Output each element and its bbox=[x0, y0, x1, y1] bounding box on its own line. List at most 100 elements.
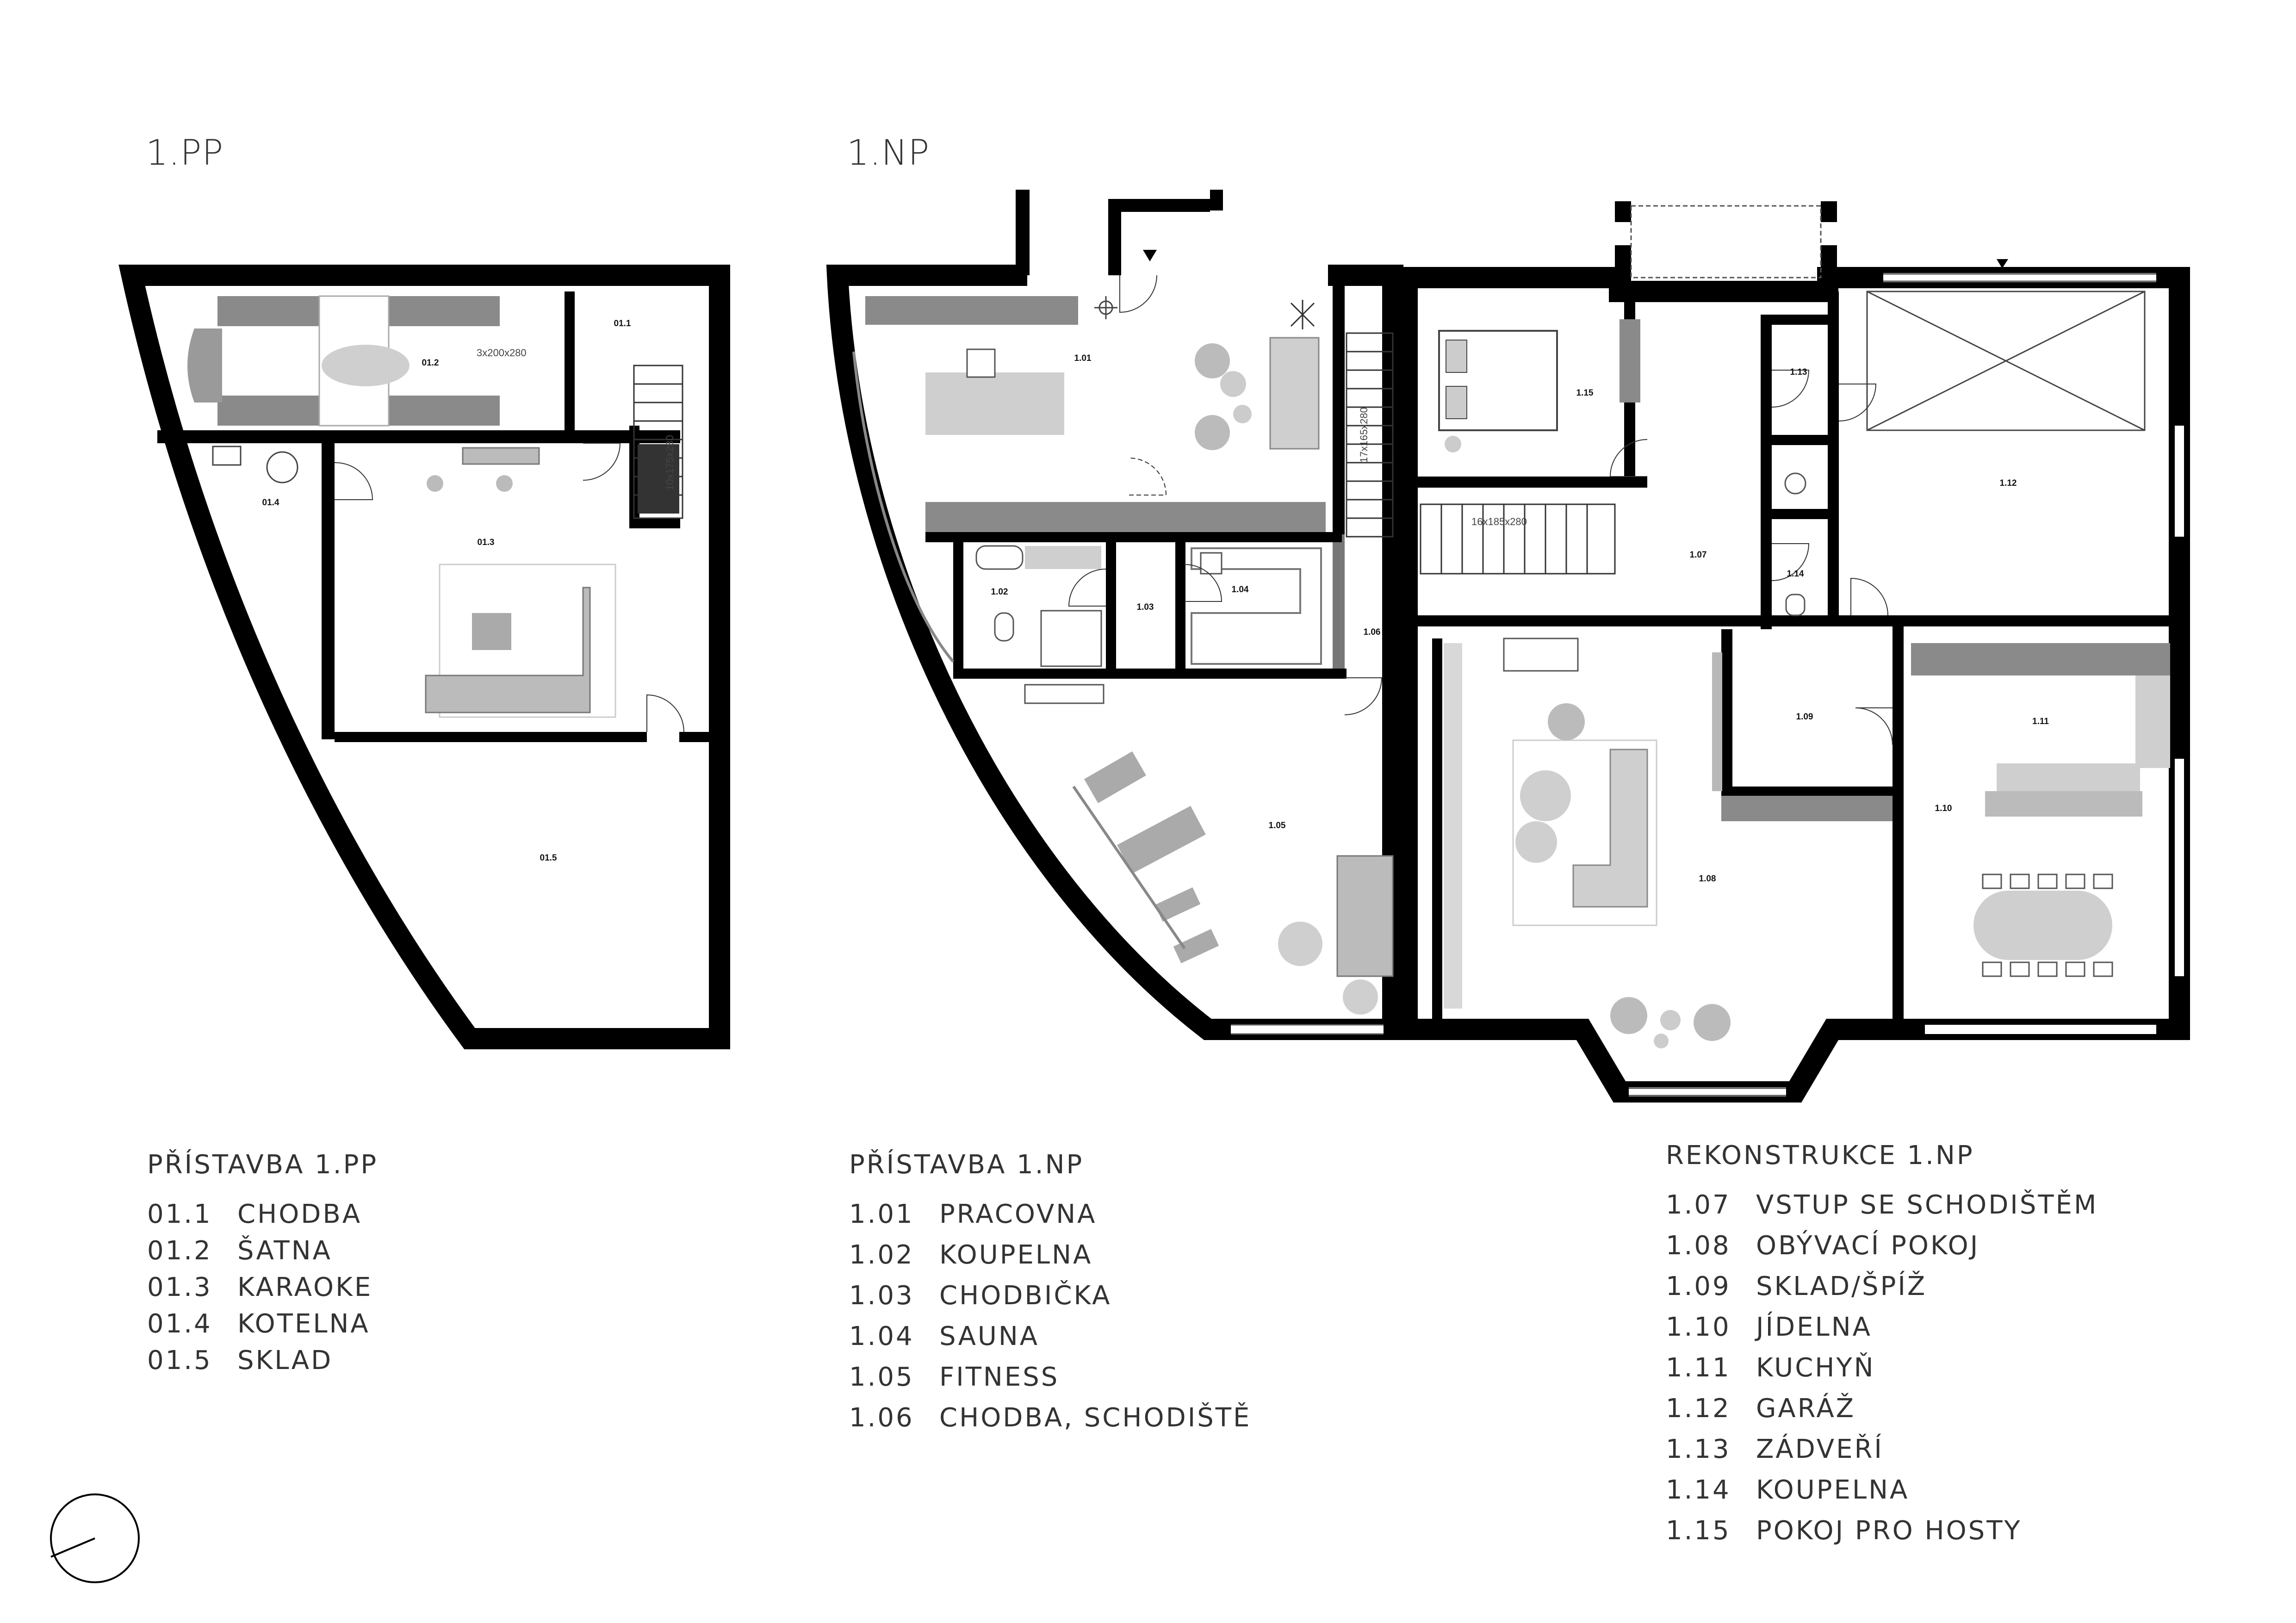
room-label-1-04: 1.04 bbox=[1232, 585, 1249, 595]
rug bbox=[1512, 739, 1657, 926]
armchair bbox=[1548, 703, 1585, 740]
room-name: KUCHYŇ bbox=[1756, 1353, 1875, 1383]
room-number: 01.2 bbox=[147, 1236, 212, 1266]
toilet bbox=[1785, 594, 1806, 616]
garage-cross bbox=[1867, 291, 2145, 431]
room-label-01-3: 01.3 bbox=[478, 538, 495, 547]
room-number: 1.12 bbox=[1666, 1394, 1731, 1424]
dining-chairs bbox=[1982, 873, 2113, 977]
boiler-unit bbox=[212, 446, 242, 466]
door-swing bbox=[1068, 569, 1106, 607]
door-swing bbox=[583, 443, 621, 481]
door-swing bbox=[1771, 370, 1810, 408]
legend-row: 01.3 KARAOKE bbox=[147, 1272, 378, 1309]
kitchen-island bbox=[1985, 791, 2142, 817]
extension-wall bbox=[925, 532, 1342, 542]
heading-ground: 1.NP bbox=[847, 132, 930, 173]
porch-pillar bbox=[1615, 201, 1631, 222]
room-name: VSTUP SE SCHODIŠTĚM bbox=[1756, 1190, 2098, 1220]
kitchen-island bbox=[1997, 763, 2140, 791]
lamp-icon bbox=[1094, 296, 1117, 319]
room-name: KARAOKE bbox=[237, 1272, 373, 1302]
heading-basement: 1.PP bbox=[146, 132, 224, 173]
reconstruction-outer-wall bbox=[1396, 267, 2190, 1103]
room-label-1-14: 1.14 bbox=[1787, 569, 1804, 579]
treadmill bbox=[1117, 805, 1206, 874]
corner-sofa bbox=[1572, 749, 1648, 908]
north-arrow-icon bbox=[50, 1493, 140, 1583]
side-table bbox=[1233, 405, 1252, 423]
room-label-1-11: 1.11 bbox=[2032, 717, 2049, 726]
dining-table bbox=[1973, 891, 2112, 960]
legend-row: 1.12 GARÁŽ bbox=[1666, 1394, 2098, 1434]
reconstruction-wall bbox=[1893, 620, 1904, 1032]
room-label-1-12: 1.12 bbox=[2000, 478, 2017, 488]
room-name: GARÁŽ bbox=[1756, 1394, 1856, 1424]
room-name: PRACOVNA bbox=[939, 1199, 1097, 1229]
door-swing bbox=[646, 694, 684, 732]
karaoke-rug bbox=[439, 564, 616, 718]
room-name: SKLAD/ŠPÍŽ bbox=[1756, 1271, 1927, 1301]
room-label-1-03: 1.03 bbox=[1137, 602, 1154, 612]
basement-plan: 01.1 01.2 01.3 01.4 01.5 3x200x280 10x17… bbox=[118, 265, 730, 1049]
door-swing bbox=[1855, 707, 1893, 745]
room-label-01-4: 01.4 bbox=[262, 498, 279, 508]
door-swing bbox=[1838, 384, 1877, 421]
corner-sofa bbox=[425, 587, 591, 713]
room-label-01-1: 01.1 bbox=[614, 319, 631, 328]
room-name: FITNESS bbox=[939, 1362, 1060, 1392]
armchair bbox=[1195, 415, 1230, 450]
extension-wall bbox=[1175, 541, 1185, 675]
room-label-1-06: 1.06 bbox=[1364, 627, 1381, 637]
armchair bbox=[1195, 343, 1230, 378]
coffee-table bbox=[1515, 821, 1557, 863]
reconstruction-wall bbox=[1761, 315, 1837, 325]
room-name: CHODBA, SCHODIŠTĚ bbox=[939, 1403, 1252, 1433]
tv-console bbox=[462, 447, 540, 465]
sofa bbox=[1269, 337, 1320, 450]
room-name: JÍDELNA bbox=[1756, 1312, 1872, 1342]
reconstruction-wall bbox=[1407, 615, 2179, 626]
room-name: ŠATNA bbox=[237, 1236, 332, 1266]
stair-dimension: 10x175x280 bbox=[664, 435, 676, 490]
basement-wall bbox=[679, 732, 712, 742]
shower bbox=[1040, 610, 1102, 667]
door-swing bbox=[1850, 577, 1888, 616]
door-swing bbox=[334, 462, 373, 500]
reconstruction-wall bbox=[1407, 282, 1418, 1032]
reconstruction-wall bbox=[1828, 291, 1839, 620]
sideboard bbox=[1503, 638, 1579, 672]
fitness-bench bbox=[1173, 929, 1219, 964]
reconstruction-wall bbox=[1721, 629, 1732, 796]
kitchen-counter bbox=[2135, 675, 2170, 768]
door-swing bbox=[1129, 458, 1167, 496]
side-table bbox=[1220, 371, 1246, 397]
reconstruction-plan: 1.07 1.08 1.09 1.10 1.11 1.12 1.13 1.14 … bbox=[1396, 201, 2190, 1103]
room-number: 01.3 bbox=[147, 1272, 212, 1302]
room-number: 1.04 bbox=[849, 1321, 914, 1351]
porch-pillar bbox=[1821, 201, 1837, 222]
porch-pillar bbox=[1821, 245, 1837, 282]
room-number: 1.06 bbox=[849, 1403, 914, 1433]
basement-wall bbox=[629, 518, 680, 528]
room-number: 1.09 bbox=[1666, 1271, 1731, 1301]
entrance-wall bbox=[1016, 190, 1030, 275]
reconstruction-wall bbox=[1761, 435, 1837, 445]
armchair bbox=[1610, 997, 1647, 1034]
coffee-table bbox=[1520, 770, 1571, 821]
room-name: OBÝVACÍ POKOJ bbox=[1756, 1231, 1980, 1261]
reconstruction-wall bbox=[1721, 787, 1897, 797]
extension-plan: 1.01 1.02 1.03 1.04 1.05 1.06 17x165x280 bbox=[826, 190, 1403, 1040]
door-swing bbox=[1119, 275, 1157, 313]
basement-wall bbox=[322, 443, 335, 739]
room-name: ZÁDVEŘÍ bbox=[1756, 1434, 1884, 1464]
extension-wall bbox=[953, 669, 1347, 679]
